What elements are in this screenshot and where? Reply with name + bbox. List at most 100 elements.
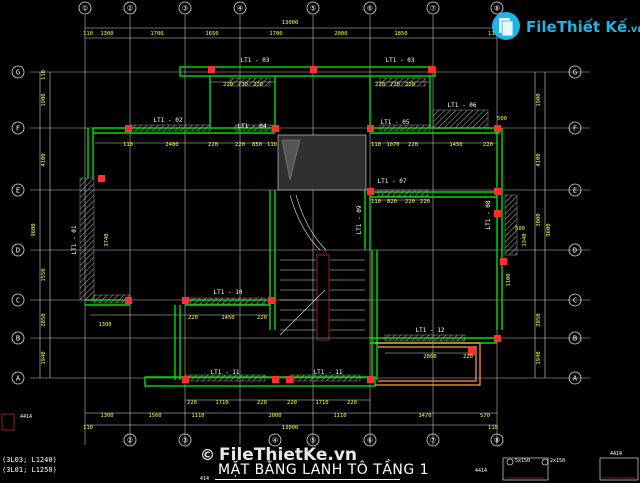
dim-r2-1: 110 <box>123 142 133 148</box>
dim-bot-9: 110 <box>83 425 93 431</box>
lintel-label-11a: LT1 - 11 <box>211 369 240 376</box>
lintel-label-10: LT1 - 10 <box>214 289 243 296</box>
drawing-title-underline <box>215 479 400 480</box>
dim-bot-2: 1560 <box>148 413 161 419</box>
dim-top-7: 110 <box>83 31 93 37</box>
grid-bubbles-top <box>78 1 504 15</box>
axis-label-b6: ⑥ <box>367 437 373 445</box>
dim-r2-8: 1070 <box>386 142 399 148</box>
dim-r5-2: 1710 <box>215 400 228 406</box>
dim-r2-4: 220 <box>235 142 245 148</box>
dim-r5-4: 220 <box>287 400 297 406</box>
note-2: (3L01; L1250) <box>2 466 57 474</box>
dim-l-2: 1900 <box>41 93 47 106</box>
dim-r-7: 1340 <box>522 233 528 246</box>
dim-top-5: 2000 <box>334 31 347 37</box>
logo-text: FileThiết Kế.vn <box>526 18 640 36</box>
detail-label-5: 4414 <box>20 414 32 420</box>
axis-label-b7: ⑦ <box>430 437 436 445</box>
axis-label-v8: ⑧ <box>494 5 500 13</box>
dim-r2-2: 2480 <box>165 142 178 148</box>
dim-r2-6: 110 <box>267 142 277 148</box>
lintel-label-09: LT1 - 09 <box>356 205 363 234</box>
detail-label-2: 2x150 <box>550 458 565 464</box>
axis-label-b3: ③ <box>182 437 188 445</box>
axis-label-h-f: F <box>16 125 20 133</box>
site-logo: FileThiết Kế.vn <box>490 10 640 44</box>
dim-r2-11: 220 <box>483 142 493 148</box>
dim-r-6: 2850 <box>536 313 542 326</box>
dim-r-4: 3000 <box>536 213 542 226</box>
dim-r3-3: 220 <box>405 199 415 205</box>
lintel-label-03b: LT1 - 03 <box>386 57 415 64</box>
detail-label-4: 4414 <box>475 468 487 474</box>
lintel-label-05: LT1 - 05 <box>381 119 410 126</box>
lintel-label-07: LT1 - 07 <box>378 178 407 185</box>
dimension-text: 13000 1300 1700 1650 1700 2000 1850 110 … <box>83 20 525 431</box>
dim-r5-3: 220 <box>257 400 267 406</box>
columns <box>98 66 507 383</box>
dim-r2-7: 110 <box>371 142 381 148</box>
dim-r5-1: 220 <box>187 400 197 406</box>
dim-l-8: 1940 <box>41 351 47 364</box>
dim-l-5: 3740 <box>104 233 110 246</box>
detail-label-6: 414 <box>200 476 209 482</box>
dim-r2-3: 220 <box>208 142 218 148</box>
dim-r4-3: 1450 <box>221 315 234 321</box>
dim-top-2: 1700 <box>150 31 163 37</box>
dim-r2-10: 1450 <box>449 142 462 148</box>
dim-r-5: 1940 <box>536 351 542 364</box>
dim-misc-2: 500 <box>515 226 525 232</box>
dim-r5-5: 1710 <box>315 400 328 406</box>
dim-l-3: 4100 <box>41 153 47 166</box>
dim-r-8: 1100 <box>506 273 512 286</box>
dim-l-1: 110 <box>41 70 47 80</box>
lintel-label-12: LT1 - 12 <box>416 327 445 334</box>
dim-r1-1: 220 <box>223 82 233 88</box>
dim-top-8: 110 <box>488 31 498 37</box>
lintel-label-01: LT1 - 01 <box>71 225 78 254</box>
dim-r-1: 1900 <box>536 93 542 106</box>
dim-bot-10: 110 <box>488 425 498 431</box>
dim-bot-5: 1110 <box>333 413 346 419</box>
axis-label-r-d: D <box>573 247 577 255</box>
grid-bubbles-right <box>568 65 582 385</box>
dim-bot-total: 13000 <box>282 425 299 431</box>
dim-r2-5: 850 <box>252 142 262 148</box>
dim-bot-3: 1110 <box>191 413 204 419</box>
dim-top-6: 1850 <box>394 31 407 37</box>
axis-label-r-c: C <box>573 297 577 305</box>
lintel-label-04: LT1 - 04 <box>238 123 267 130</box>
detail-text: 5x150 2x150 4414 4414 4414 414 <box>20 414 622 482</box>
dim-top-total: 13000 <box>282 20 299 26</box>
dim-r5-6: 220 <box>347 400 357 406</box>
dim-top-3: 1650 <box>205 31 218 37</box>
dim-l-6: 1550 <box>41 268 47 281</box>
dim-r1-6: 220 <box>405 82 415 88</box>
dim-misc-1: 500 <box>497 116 507 122</box>
vertical-dimension-text: 110 1900 4100 9600 3740 1550 2850 1940 1… <box>31 70 552 365</box>
lintel-label-08: LT1 - 08 <box>485 200 492 229</box>
lintel-label-03a: LT1 - 03 <box>241 57 270 64</box>
section-details <box>1 413 639 481</box>
axis-label-r-f: F <box>573 125 577 133</box>
axis-label-h-g: G <box>16 69 20 77</box>
dim-r2-9: 220 <box>408 142 418 148</box>
logo-badge-icon <box>492 12 520 40</box>
detail-label-1: 5x150 <box>515 458 530 464</box>
axis-label-h-c: C <box>16 297 20 305</box>
axis-label-v1: ① <box>82 5 88 13</box>
lintel-label-02: LT1 - 02 <box>154 117 183 124</box>
axis-label-r-e: E <box>573 187 577 195</box>
staircase <box>269 134 367 341</box>
dim-r3-1: 110 <box>371 199 381 205</box>
axis-label-v5: ⑤ <box>310 5 316 13</box>
dim-r1-2: 730 <box>238 82 248 88</box>
axis-label-h-a: A <box>16 375 21 383</box>
dim-r4-1: 1300 <box>98 322 111 328</box>
dim-r3-4: 220 <box>420 199 430 205</box>
dim-bot-6: 3470 <box>418 413 431 419</box>
balcony-outline <box>375 342 481 386</box>
axis-label-h-d: D <box>16 247 20 255</box>
